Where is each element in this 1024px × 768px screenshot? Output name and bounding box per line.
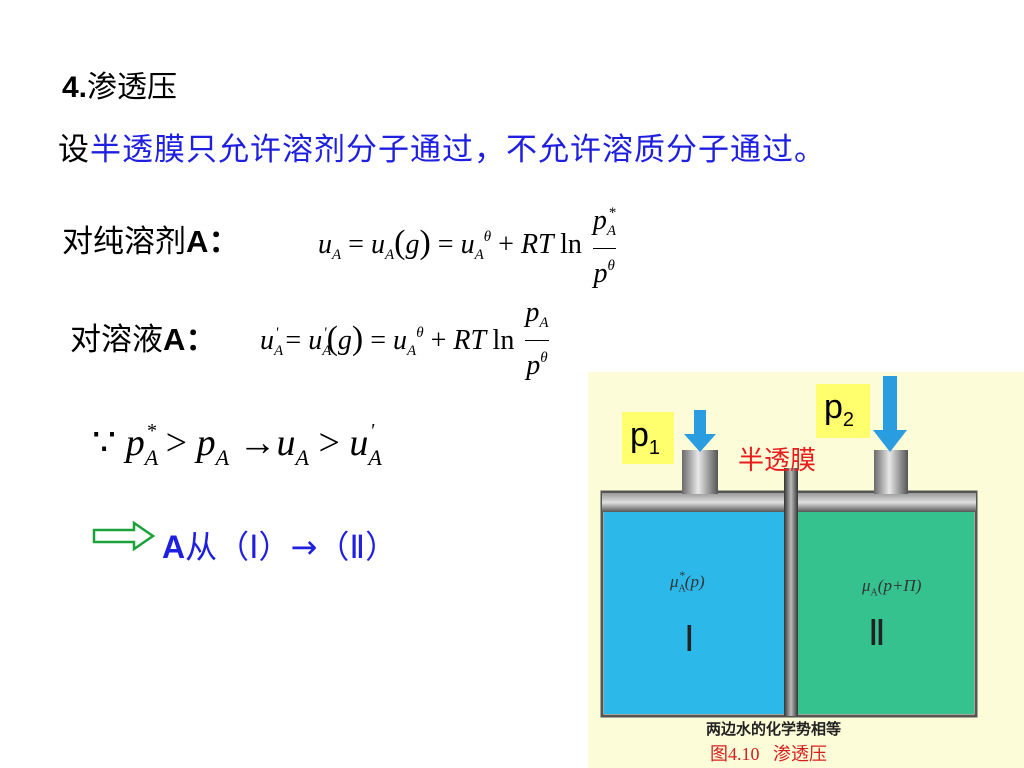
statement-body: 半透膜只允许溶剂分子通过，不允许溶质分子通过。 xyxy=(90,132,826,168)
right-mu-symbol: μ xyxy=(862,576,871,595)
osmotic-pressure-figure: p1 p2 半透膜 μA*(p) μA(p+Π) Ⅰ Ⅱ 两边水的化学势相等 图… xyxy=(588,372,1024,768)
compartment-two-label: Ⅱ xyxy=(868,613,886,653)
left-mu-symbol: μ xyxy=(670,572,679,591)
pure-solvent-label-a: A： xyxy=(186,224,240,259)
right-chemical-potential: μA(p+Π) xyxy=(862,576,922,599)
pure-solvent-label-cn: 对纯溶剂 xyxy=(62,224,186,260)
figure-caption-number: 图4.10 渗透压 xyxy=(710,744,827,764)
conclusion-direction: 从（Ⅰ）→（Ⅱ） xyxy=(185,528,398,566)
membrane-label: 半透膜 xyxy=(738,446,817,476)
pure-solvent-equation: uA = uA(g) = uAθ + RT ln pA* pθ xyxy=(318,205,617,289)
membrane xyxy=(784,468,798,716)
p2-label: p2 xyxy=(816,384,870,438)
conclusion-text: A从（Ⅰ）→（Ⅱ） xyxy=(162,522,397,568)
p1-label: p1 xyxy=(622,412,674,464)
right-arrow-icon xyxy=(92,520,156,556)
figure-caption-main: 两边水的化学势相等 xyxy=(706,720,842,738)
p1-subscript: 1 xyxy=(648,436,661,459)
conclusion-a: A xyxy=(162,529,186,565)
section-title: 渗透压 xyxy=(87,70,178,105)
section-number: 4. xyxy=(62,71,88,104)
left-piston xyxy=(682,450,718,494)
inequality-equation: ∵ pA* > pA →uA > uA' xyxy=(92,420,382,470)
osmosis-diagram xyxy=(600,376,978,718)
solution-equation: uA' = uA'(g) = uAθ + RT ln pA pθ xyxy=(260,297,549,381)
left-chemical-potential: μA*(p) xyxy=(670,568,705,595)
pressure-arrow-left-icon xyxy=(684,410,716,452)
statement-prefix: 设 xyxy=(58,132,90,168)
pressure-arrow-right-icon xyxy=(873,376,907,452)
p2-subscript: 2 xyxy=(842,408,855,431)
p2-text: p xyxy=(824,388,843,426)
left-compartment xyxy=(604,512,784,714)
left-mu-arg: (p) xyxy=(684,572,705,591)
right-compartment xyxy=(798,512,974,714)
p1-text: p xyxy=(630,416,649,454)
solution-label-a: A： xyxy=(163,322,217,357)
pure-solvent-label: 对纯溶剂A： xyxy=(62,216,239,261)
compartment-one-label: Ⅰ xyxy=(684,619,695,659)
right-mu-arg: (p+Π) xyxy=(877,576,922,595)
right-piston xyxy=(874,450,908,494)
membrane-statement: 设半透膜只允许溶剂分子通过，不允许溶质分子通过。 xyxy=(58,124,826,169)
solution-label: 对溶液A： xyxy=(70,314,216,359)
section-heading: 4.渗透压 xyxy=(62,62,177,106)
solution-label-cn: 对溶液 xyxy=(70,322,163,358)
